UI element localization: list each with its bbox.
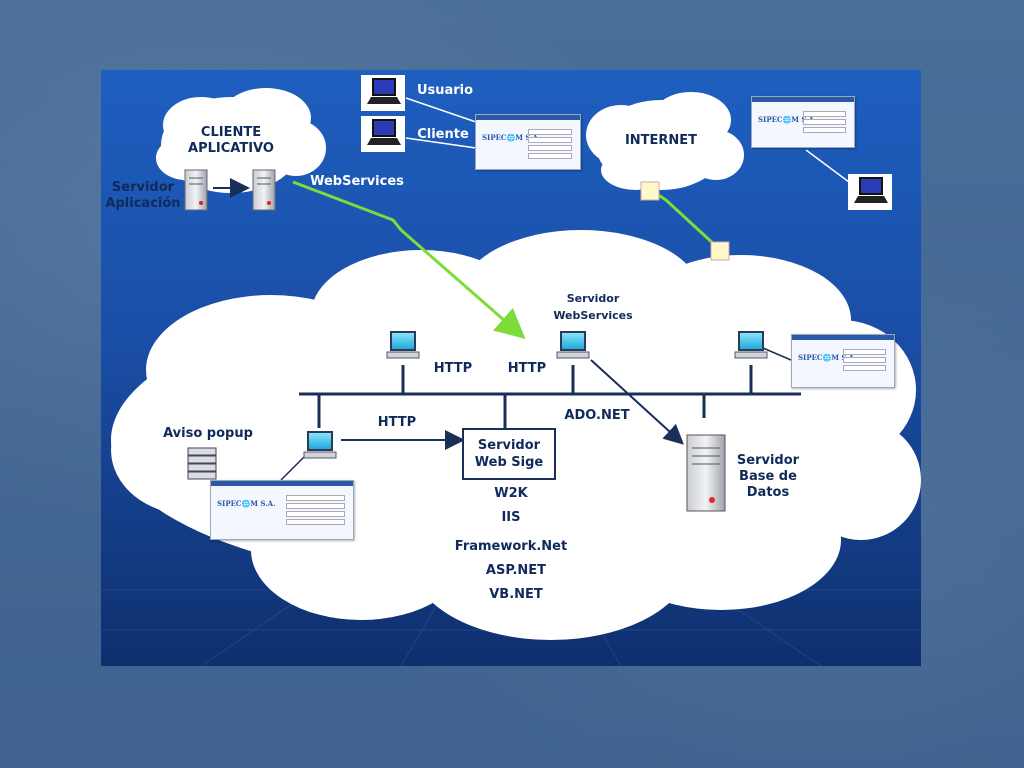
desktop-1-icon xyxy=(386,331,420,359)
cliente-aplicativo-label-1: CLIENTE xyxy=(200,125,262,140)
network-bus xyxy=(299,365,801,428)
servidor-webservices-label-1: Servidor xyxy=(566,292,620,305)
cliente-aplicativo-label-2: APLICATIVO xyxy=(188,141,274,156)
popup-stack-icon xyxy=(187,447,217,480)
usuario-label: Usuario xyxy=(416,83,474,98)
diagram-slide: SIPEC🌐M S.A. SIPEC🌐M S.A. SIPEC🌐M S.A. S… xyxy=(101,70,921,666)
aviso-popup-label: Aviso popup xyxy=(163,426,253,441)
login-form-thumbnail-3: SIPEC🌐M S.A. xyxy=(791,334,895,388)
desktop-webservices-icon xyxy=(556,331,590,359)
webservices-label: WebServices xyxy=(310,174,404,189)
vb-net-label: VB.NET xyxy=(489,587,543,602)
framework-label: Framework.Net xyxy=(454,539,568,554)
web-sige-server-box xyxy=(462,428,556,480)
internet-connector-2 xyxy=(710,241,730,261)
servidor-bd-label-1: Servidor xyxy=(736,453,800,468)
internet-green-link xyxy=(650,188,718,248)
servidor-bd-label-3: Datos xyxy=(746,485,790,500)
internet-connector-1 xyxy=(640,181,660,201)
form-logo: SIPEC🌐M S.A. xyxy=(482,133,541,142)
servidor-web-sige-label-1: Servidor xyxy=(477,438,541,453)
http-label-2: HTTP xyxy=(507,361,547,376)
servidor-aplicacion-label-1: Servidor xyxy=(111,180,175,195)
w2k-label: W2K xyxy=(494,486,528,501)
cliente-label: Cliente xyxy=(417,127,469,142)
ado-net-label: ADO.NET xyxy=(564,408,630,423)
form-logo: SIPEC🌐M S.A. xyxy=(758,115,817,124)
form-logo: SIPEC🌐M S.A. xyxy=(217,499,276,508)
servidor-web-sige-label-2: Web Sige xyxy=(474,455,544,470)
desktop-popup-icon xyxy=(303,431,337,459)
desktop-3-icon xyxy=(734,331,768,359)
database-server-icon xyxy=(686,434,726,512)
servidor-aplicacion-label-2: Aplicación xyxy=(105,196,181,211)
http-label-1: HTTP xyxy=(433,361,473,376)
laptop-internet-icon xyxy=(848,174,892,210)
webservices-green-link xyxy=(292,180,526,339)
http-label-3: HTTP xyxy=(377,415,417,430)
login-form-thumbnail-1: SIPEC🌐M S.A. xyxy=(475,114,581,170)
ado-net-arrow xyxy=(590,359,684,445)
laptop-usuario-icon xyxy=(361,75,405,111)
cliente-aplicativo-cloud xyxy=(156,88,326,193)
app-server-1-icon xyxy=(184,169,208,211)
internet-label: INTERNET xyxy=(624,133,698,148)
asp-net-label: ASP.NET xyxy=(485,563,547,578)
internet-cloud xyxy=(586,92,744,190)
laptop-cliente-icon xyxy=(361,116,405,152)
login-form-thumbnail-2: SIPEC🌐M S.A. xyxy=(751,96,855,148)
form-logo: SIPEC🌐M S.A. xyxy=(798,353,857,362)
servidor-webservices-label-2: WebServices xyxy=(553,309,633,322)
app-server-2-icon xyxy=(252,169,276,211)
login-form-thumbnail-4: SIPEC🌐M S.A. xyxy=(210,480,354,540)
servidor-bd-label-2: Base de xyxy=(739,469,797,484)
iis-label: IIS xyxy=(501,510,521,525)
